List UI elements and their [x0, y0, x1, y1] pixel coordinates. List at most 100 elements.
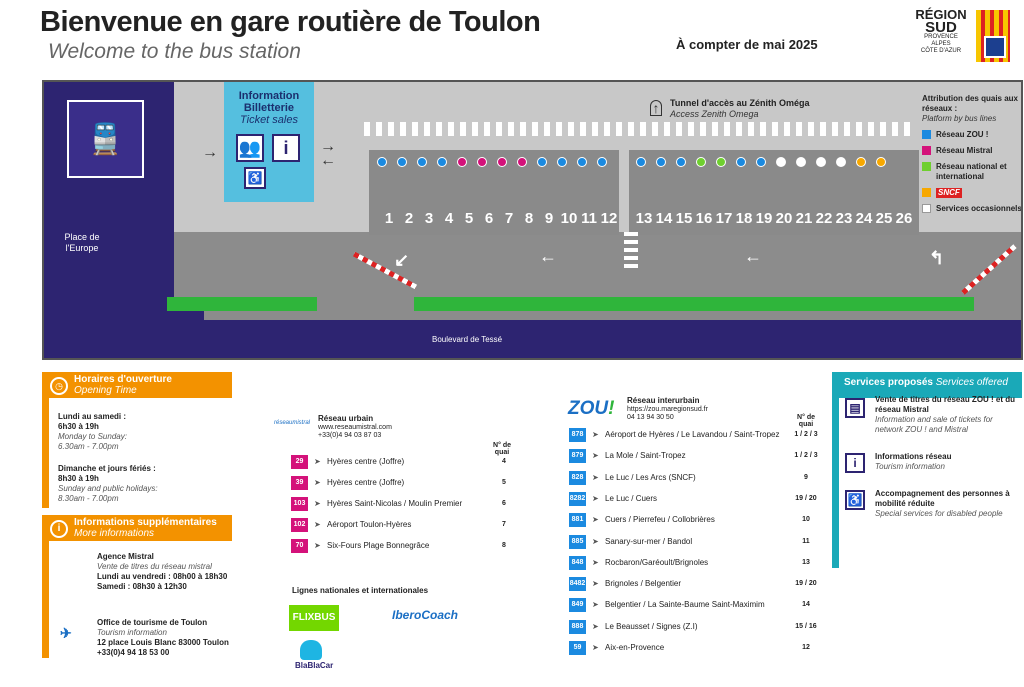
arrow-icon: ➤	[314, 478, 321, 487]
line-quai: 7	[502, 521, 506, 528]
line-quai: 4	[502, 458, 506, 465]
legend-item: SNCF	[922, 188, 1021, 198]
platform-number: 8	[524, 210, 534, 227]
platform-number: 7	[504, 210, 514, 227]
platform-dot	[557, 157, 567, 167]
train-station-icon: 🚆	[67, 100, 144, 178]
arrow-left-icon: ←	[744, 246, 762, 266]
arrow-icon: ➤	[592, 536, 599, 546]
platform-number: 13	[635, 210, 653, 227]
arrow-uturn-icon: ↰	[929, 248, 945, 268]
platform-dot	[477, 157, 487, 167]
line-number-badge: 8282	[569, 491, 586, 506]
ticket-machine-icon: ▤	[845, 398, 865, 418]
line-destination: Belgentier / La Sainte-Baume Saint-Maxim…	[605, 600, 765, 610]
region-flag-icon	[976, 10, 1010, 62]
arrow-icon: ➤	[592, 600, 599, 610]
platform-dot	[876, 157, 886, 167]
platform-number: 2	[404, 210, 414, 227]
line-destination: La Mole / Saint-Tropez	[605, 451, 686, 461]
platform-legend: Attribution des quais aux réseaux : Plat…	[922, 94, 1022, 214]
line-quai: 5	[502, 479, 506, 486]
accessibility-icon: ♿	[845, 490, 865, 510]
platform-number: 4	[444, 210, 454, 227]
page-title: Bienvenue en gare routière de Toulon	[40, 6, 541, 38]
platform-number: 9	[544, 210, 554, 227]
tunnel-icon: ↑	[650, 100, 662, 116]
arrow-out-icon: ←	[320, 152, 336, 169]
platform-number: 6	[484, 210, 494, 227]
line-destination: Le Luc / Cuers	[605, 493, 658, 503]
platform-number: 14	[655, 210, 673, 227]
platform-number: 21	[795, 210, 813, 227]
info-circle-icon: i	[50, 520, 68, 538]
legend-label: Réseau national et international	[936, 162, 1007, 181]
legend-label: Réseau Mistral	[936, 146, 993, 155]
platform-dot	[776, 157, 786, 167]
platform-dot	[836, 157, 846, 167]
national-lines-title: Lignes nationales et internationales	[292, 586, 429, 595]
station-map: 🚆 Place de l'Europe Information Billette…	[42, 80, 1023, 360]
flixbus-logo: FLIXBUS	[289, 605, 339, 631]
arrow-icon: ➤	[592, 621, 599, 631]
zou-logo: ZOU!	[568, 398, 615, 419]
effective-date: À compter de mai 2025	[676, 37, 818, 52]
legend-label: Services occasionnels	[936, 204, 1022, 213]
platform-number: 17	[715, 210, 733, 227]
line-destination: Aéroport de Hyères / Le Lavandou / Saint…	[605, 430, 780, 439]
platform-number: 19	[755, 210, 773, 227]
line-number-badge: 8482	[569, 577, 586, 592]
platform-number: 1	[384, 210, 394, 227]
legend-item: Réseau Mistral	[922, 146, 1021, 156]
arrow-icon: ➤	[314, 541, 321, 550]
line-quai: 10	[802, 516, 810, 524]
legend-item: Réseau national et international	[922, 162, 1021, 182]
line-number-badge: 29	[291, 455, 308, 469]
place-europe-label: Place de l'Europe	[64, 232, 100, 253]
arrow-icon: ➤	[592, 515, 599, 525]
line-destination: Hyères Saint-Nicolas / Moulin Premier	[327, 499, 463, 508]
platform-number: 26	[895, 210, 913, 227]
page-subtitle: Welcome to the bus station	[48, 40, 301, 63]
service-tickets: Vente de titres du réseau ZOU ! et du ré…	[875, 395, 1016, 434]
line-number-badge: 103	[291, 497, 308, 511]
legend-swatch	[922, 146, 931, 155]
mistral-logo: réseaumistral	[274, 420, 311, 426]
platform-number: 25	[875, 210, 893, 227]
tourism-office-icon: ✈	[60, 625, 72, 641]
line-quai: 1 / 2 / 3	[794, 431, 818, 438]
line-destination: Hyères centre (Joffre)	[327, 457, 405, 466]
information-icon: i	[845, 453, 865, 473]
platform-dot	[756, 157, 766, 167]
iberocoach-logo: IberoCoach	[392, 608, 459, 622]
arrow-right-icon: →	[202, 144, 218, 161]
platform-number: 11	[581, 210, 597, 227]
arrow-in-icon: →	[320, 138, 336, 155]
ticket-sales-icon: 👥	[236, 134, 264, 162]
line-number-badge: 848	[569, 555, 586, 570]
line-destination: Brignoles / Belgentier	[605, 579, 682, 589]
platform-dot	[577, 157, 587, 167]
arrow-icon: ➤	[592, 643, 599, 652]
line-number-badge: 39	[291, 476, 308, 490]
line-destination: Le Luc / Les Arcs (SNCF)	[605, 472, 696, 482]
blablacar-logo: BlaBlaCar	[295, 661, 334, 670]
platform-dot	[457, 157, 467, 167]
line-number-badge: 888	[569, 619, 586, 634]
legend-swatch	[922, 204, 931, 213]
line-quai: 19 / 20	[795, 580, 817, 588]
region-sud-logo: RÉGION SUD PROVENCE ALPES CÔTE D'AZUR	[906, 8, 1010, 66]
line-quai: 1 / 2 / 3	[794, 452, 818, 460]
platform-number: 16	[695, 210, 713, 227]
line-number-badge: 885	[569, 534, 586, 549]
boulevard-label: Boulevard de Tessé	[432, 335, 503, 344]
line-number-badge: 879	[569, 449, 586, 464]
line-quai: 9	[804, 473, 808, 481]
legend-label: SNCF	[936, 188, 962, 198]
line-number-badge: 828	[569, 470, 586, 485]
